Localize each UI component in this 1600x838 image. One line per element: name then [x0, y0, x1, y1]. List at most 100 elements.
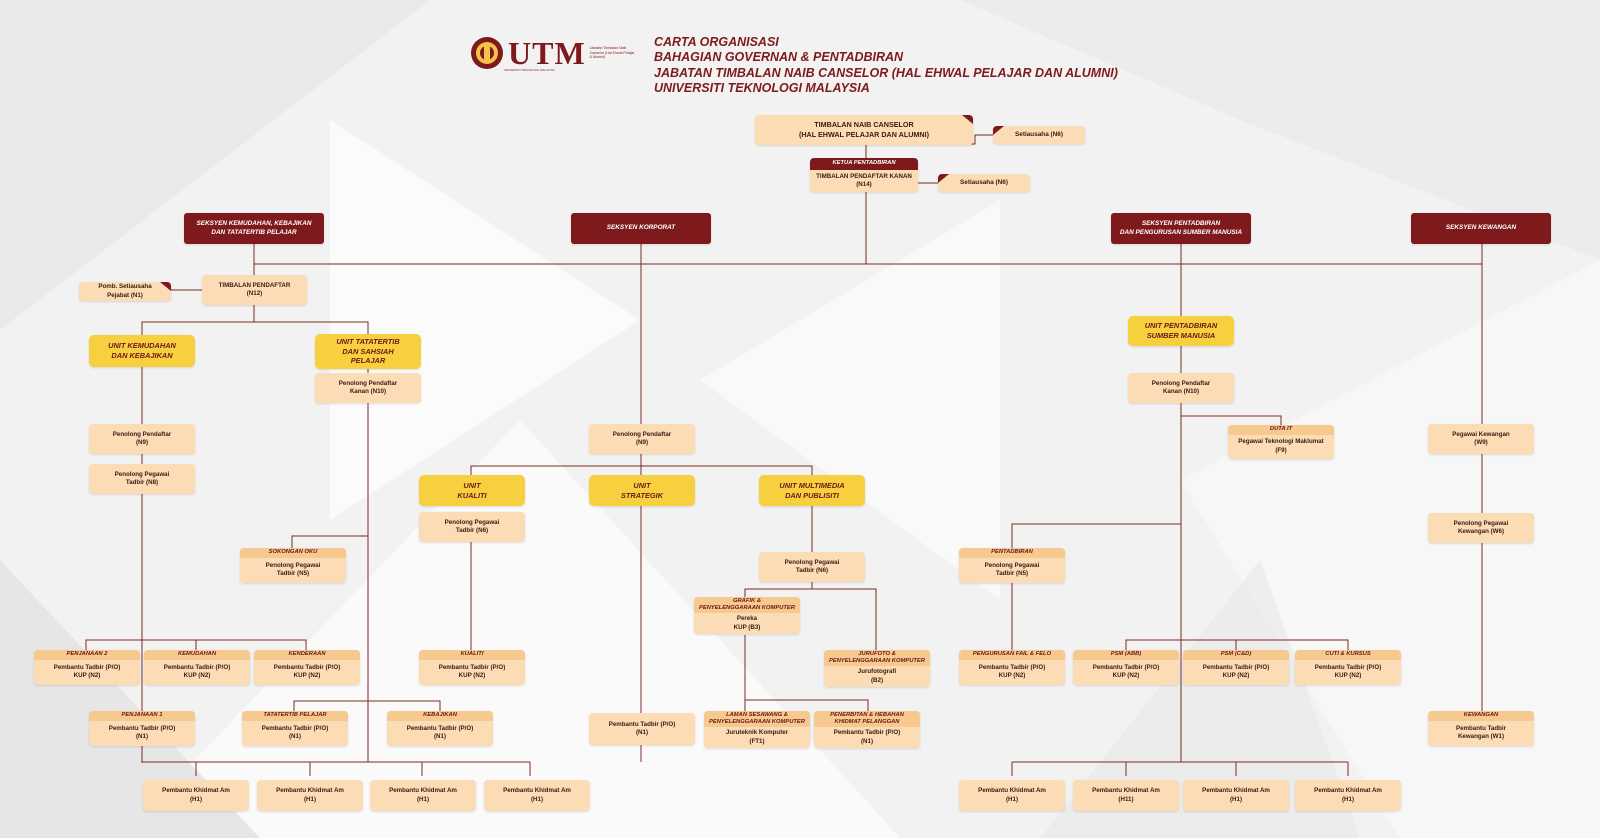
pka-6-label: Pembantu Khidmat Am (H11) — [1092, 787, 1160, 803]
ppk-n10-left-box: Penolong Pendaftar Kanan (N10) — [315, 373, 421, 403]
penjanaan2-box: PENJANAAN 2 Pembantu Tadbir (P/O) KUP (N… — [34, 650, 140, 685]
unit-kualiti-box: UNIT KUALITI — [419, 475, 525, 506]
setiausaha-1-box: Setiausaha (N6) — [993, 126, 1085, 144]
unit-kualiti-label: UNIT KUALITI — [457, 480, 487, 500]
logo-foot-text: UNIVERSITI TEKNOLOGI MALAYSIA — [504, 68, 555, 72]
pentadbiran-body: Penolong Pegawai Tadbir (N5) — [984, 561, 1040, 578]
section-kewangan: SEKSYEN KEWANGAN — [1411, 213, 1551, 244]
pka-6-box: Pembantu Khidmat Am (H11) — [1073, 780, 1179, 811]
pegawai-kewangan-box: Pegawai Kewangan (W9) — [1428, 424, 1534, 454]
pentadbiran-box: PENTADBIRAN Penolong Pegawai Tadbir (N5) — [959, 548, 1065, 583]
pp-n9-left-box: Penolong Pendaftar (N9) — [89, 424, 195, 454]
penjanaan2-header: PENJANAAN 2 — [34, 650, 140, 660]
pka-2-label: Pembantu Khidmat Am (H1) — [276, 787, 344, 803]
timbalan-pendaftar-box: TIMBALAN PENDAFTAR (N12) — [202, 275, 307, 305]
unit-kemudahan-box: UNIT KEMUDAHAN DAN KEBAJIKAN — [89, 335, 195, 367]
logo-subtext: Jabatan Timbalan Naib Canselor (Hal Ehwa… — [589, 45, 635, 60]
duta-it-header: DUTA IT — [1228, 425, 1334, 435]
setiausaha-2-label: Setiausaha (N6) — [960, 178, 1008, 186]
section-pentadbiran: SEKSYEN PENTADBIRAN DAN PENGURUSAN SUMBE… — [1111, 213, 1251, 244]
tatatertib-pelajar-box: TATATERTIB PELAJAR Pembantu Tadbir (P/O)… — [242, 711, 348, 746]
ppk-n10-left-label: Penolong Pendaftar Kanan (N10) — [338, 379, 398, 395]
title-line-3: JABATAN TIMBALAN NAIB CANSELOR (HAL EHWA… — [654, 65, 1118, 80]
utm-logo: UTM Jabatan Timbalan Naib Canselor (Hal … — [470, 36, 636, 70]
laman-sesawang-box: LAMAN SESAWANG & PENYELENGGARAAN KOMPUTE… — [704, 711, 810, 748]
ppk-n10-right-label: Penolong Pendaftar Kanan (N10) — [1151, 379, 1211, 395]
duta-it-box: DUTA IT Pegawai Teknologi Maklumat (F9) — [1228, 425, 1334, 459]
tatatertib-pelajar-header: TATATERTIB PELAJAR — [242, 711, 348, 721]
unit-tatatertib-label: UNIT TATATERTIB DAN SAHSIAH PELAJAR — [336, 336, 400, 366]
ppk-w6-label: Penolong Pegawai Kewangan (W6) — [1453, 519, 1509, 535]
pka-8-label: Pembantu Khidmat Am (H1) — [1314, 787, 1382, 803]
kualiti-box: KUALITI Pembantu Tadbir (P/O) KUP (N2) — [419, 650, 525, 685]
kebajikan-box: KEBAJIKAN Pembantu Tadbir (P/O) (N1) — [387, 711, 493, 746]
kebajikan-body: Pembantu Tadbir (P/O) (N1) — [406, 724, 474, 741]
section-korporat: SEKSYEN KORPORAT — [571, 213, 711, 244]
kenderaan-body: Pembantu Tadbir (P/O) KUP (N2) — [273, 663, 341, 680]
sokongan-oku-body: Penolong Pegawai Tadbir (N5) — [265, 561, 321, 578]
penjanaan1-box: PENJANAAN 1 Pembantu Tadbir (P/O) (N1) — [89, 711, 195, 746]
ppk-w6-box: Penolong Pegawai Kewangan (W6) — [1428, 513, 1534, 543]
unit-tatatertib-box: UNIT TATATERTIB DAN SAHSIAH PELAJAR — [315, 334, 421, 369]
penerbitan-body: Pembantu Tadbir (P/O) (N1) — [833, 729, 901, 745]
cuti-kursus-header: CUTI & KURSUS — [1295, 650, 1401, 660]
unit-psm-box: UNIT PENTADBIRAN SUMBER MANUSIA — [1128, 316, 1234, 346]
utm-crest-icon — [471, 37, 503, 69]
penjanaan2-body: Pembantu Tadbir (P/O) KUP (N2) — [53, 663, 121, 680]
kualiti-ppt-label: Penolong Pegawai Tadbir (N6) — [444, 518, 500, 534]
unit-strategik-box: UNIT STRATEGIK — [589, 475, 695, 506]
pp-n9-left-label: Penolong Pendaftar (N9) — [112, 430, 172, 446]
jurufoto-header: JURUFOTO & PENYELENGGARAAN KOMPUTER — [824, 650, 930, 667]
sokongan-oku-box: SOKONGAN OKU Penolong Pegawai Tadbir (N5… — [240, 548, 346, 583]
pka-5-label: Pembantu Khidmat Am (H1) — [978, 787, 1046, 803]
laman-sesawang-body: Juruteknik Komputer (FT1) — [725, 729, 789, 745]
penjanaan1-body: Pembantu Tadbir (P/O) (N1) — [108, 724, 176, 741]
pka-2-box: Pembantu Khidmat Am (H1) — [257, 780, 363, 811]
grafik-box: GRAFIK & PENYELENGGARAAN KOMPUTER Pereka… — [694, 597, 800, 634]
pka-3-label: Pembantu Khidmat Am (H1) — [389, 787, 457, 803]
ketua-pentadbiran-body: TIMBALAN PENDAFTAR KANAN (N14) — [816, 172, 912, 188]
psm-cd-header: PSM (C&D) — [1183, 650, 1289, 660]
pomb-setiausaha-box: Pomb. Setiausaha Pejabat (N1) — [79, 282, 171, 301]
kualiti-ppt-box: Penolong Pegawai Tadbir (N6) — [419, 512, 525, 542]
psm-abb-body: Pembantu Tadbir (P/O) KUP (N2) — [1092, 663, 1160, 680]
ppt-n8-label: Penolong Pegawai Tadbir (N8) — [114, 470, 170, 486]
setiausaha-1-label: Setiausaha (N6) — [1015, 130, 1063, 138]
tatatertib-pelajar-body: Pembantu Tadbir (P/O) (N1) — [261, 724, 329, 741]
kenderaan-header: KENDERAAN — [254, 650, 360, 660]
section-korporat-label: SEKSYEN KORPORAT — [606, 224, 676, 232]
ppk-n10-right-box: Penolong Pendaftar Kanan (N10) — [1128, 373, 1234, 403]
kenderaan-box: KENDERAAN Pembantu Tadbir (P/O) KUP (N2) — [254, 650, 360, 685]
kewangan-body: Pembantu Tadbir Kewangan (W1) — [1455, 724, 1507, 741]
section-kemudahan-label: SEKSYEN KEMUDAHAN, KEBAJIKAN DAN TATATER… — [196, 219, 312, 236]
tnc-label: TIMBALAN NAIB CANSELOR (HAL EHWAL PELAJA… — [798, 120, 930, 139]
pomb-setiausaha-label: Pomb. Setiausaha Pejabat (N1) — [98, 283, 152, 299]
setiausaha-2-box: Setiausaha (N6) — [938, 174, 1030, 192]
chart-title: CARTA ORGANISASI BAHAGIAN GOVERNAN & PEN… — [654, 35, 1118, 96]
pengurusan-fail-box: PENGURUSAN FAIL & FELO Pembantu Tadbir (… — [959, 650, 1065, 685]
laman-sesawang-header: LAMAN SESAWANG & PENYELENGGARAAN KOMPUTE… — [704, 711, 810, 728]
pentadbiran-header: PENTADBIRAN — [959, 548, 1065, 558]
pengurusan-fail-header: PENGURUSAN FAIL & FELO — [959, 650, 1065, 660]
logo-text: UTM — [508, 35, 586, 71]
pka-4-box: Pembantu Khidmat Am (H1) — [484, 780, 590, 811]
pka-7-box: Pembantu Khidmat Am (H1) — [1183, 780, 1289, 811]
psm-abb-header: PSM (ABB) — [1073, 650, 1179, 660]
psm-cd-box: PSM (C&D) Pembantu Tadbir (P/O) KUP (N2) — [1183, 650, 1289, 685]
pka-1-label: Pembantu Khidmat Am (H1) — [162, 787, 230, 803]
unit-psm-label: UNIT PENTADBIRAN SUMBER MANUSIA — [1144, 321, 1218, 340]
sokongan-oku-header: SOKONGAN OKU — [240, 548, 346, 558]
pengurusan-fail-body: Pembantu Tadbir (P/O) KUP (N2) — [978, 663, 1046, 680]
duta-it-body: Pegawai Teknologi Maklumat (F9) — [1238, 438, 1324, 454]
penerbitan-box: PENERBITAN & HEBAHAN KHIDMAT PELANGGAN P… — [814, 711, 920, 748]
cuti-kursus-box: CUTI & KURSUS Pembantu Tadbir (P/O) KUP … — [1295, 650, 1401, 685]
ketua-pentadbiran-box: KETUA PENTADBIRAN TIMBALAN PENDAFTAR KAN… — [810, 158, 918, 192]
pp-n9-middle-box: Penolong Pendaftar (N9) — [589, 424, 695, 454]
title-line-4: UNIVERSITI TEKNOLOGI MALAYSIA — [654, 80, 870, 95]
pka-7-label: Pembantu Khidmat Am (H1) — [1202, 787, 1270, 803]
section-pentadbiran-label: SEKSYEN PENTADBIRAN DAN PENGURUSAN SUMBE… — [1119, 219, 1243, 236]
kualiti-header: KUALITI — [419, 650, 525, 660]
jurufoto-body: Jurufotografi (B2) — [857, 668, 897, 684]
section-kemudahan: SEKSYEN KEMUDAHAN, KEBAJIKAN DAN TATATER… — [184, 213, 324, 244]
